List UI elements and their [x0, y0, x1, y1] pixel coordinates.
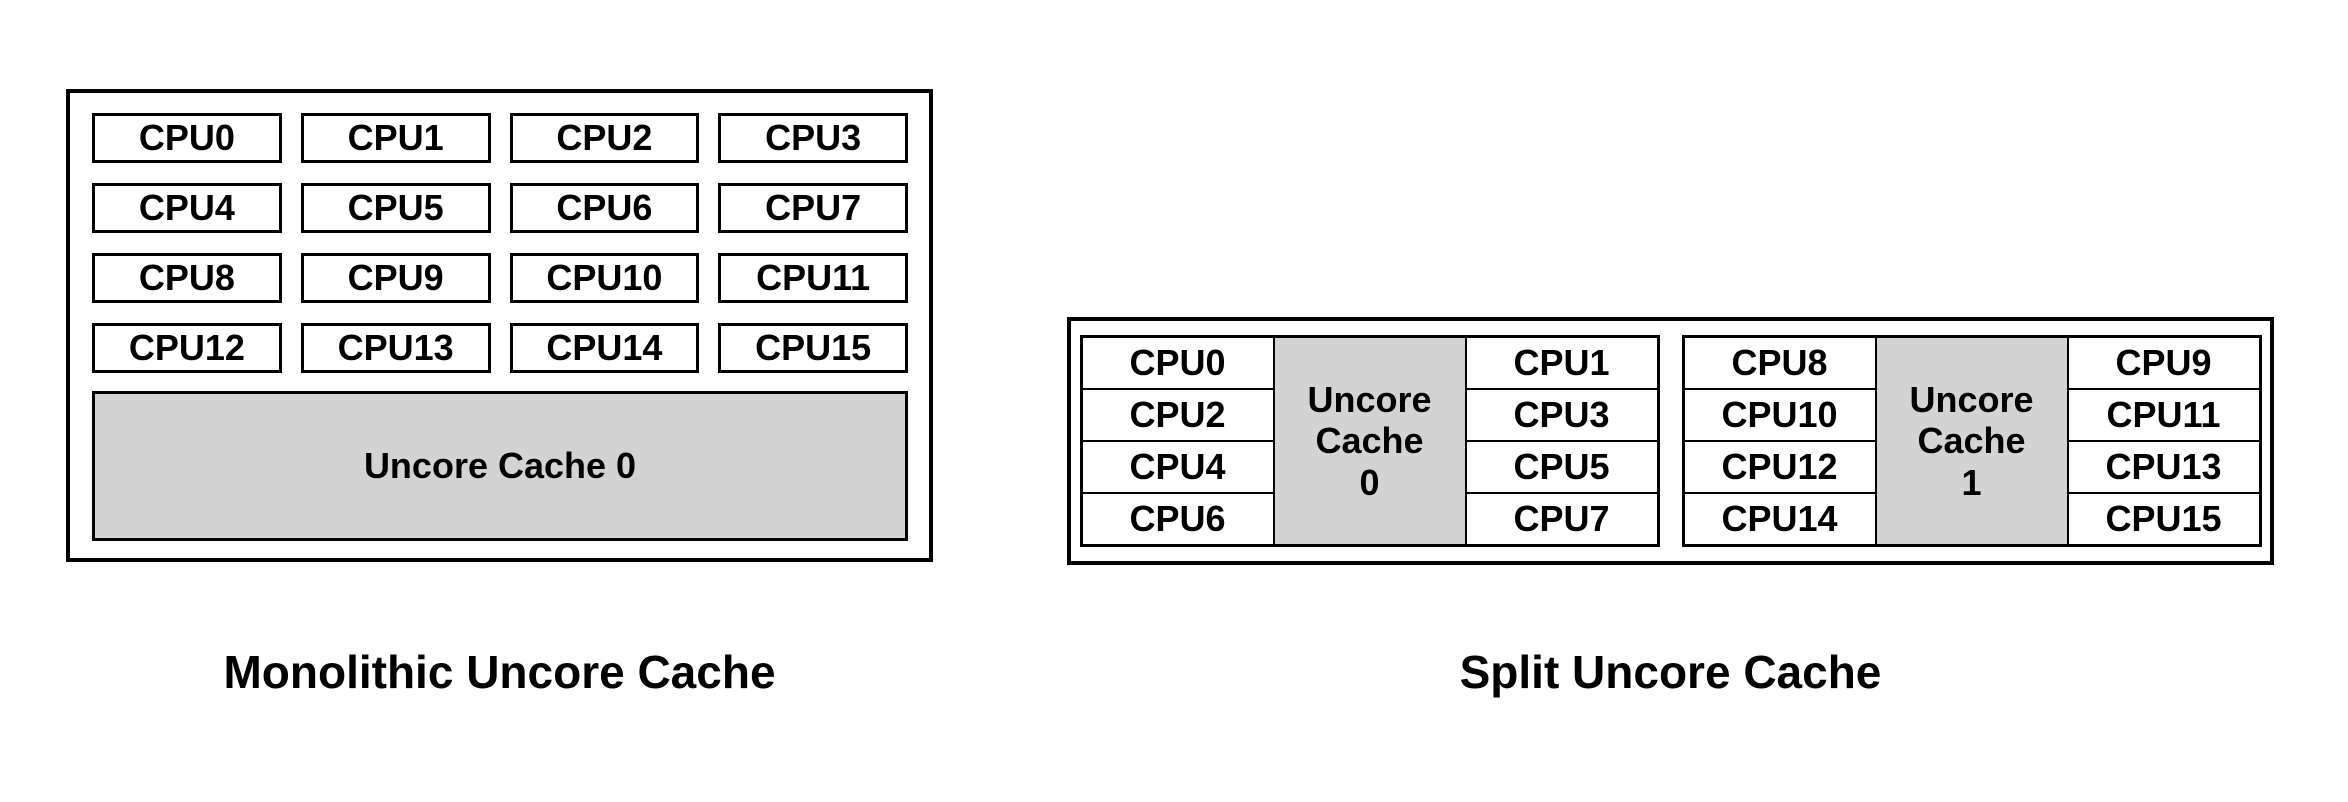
split-caption: Split Uncore Cache — [1459, 646, 1882, 698]
cpu7-box: CPU7 — [718, 183, 908, 233]
cpu2-box: CPU2 — [509, 113, 700, 163]
cpu15-cell: CPU15 — [2066, 492, 2261, 547]
cpu11-box: CPU11 — [718, 253, 908, 303]
cpu11-cell: CPU11 — [2066, 388, 2261, 442]
cpu3-box: CPU3 — [718, 113, 908, 163]
cpu10-box: CPU10 — [509, 253, 700, 303]
cpu5-cell: CPU5 — [1464, 440, 1659, 494]
monolithic-cpu-grid: CPU0 CPU1 CPU2 CPU3 CPU4 CPU5 CPU6 CPU7 … — [92, 113, 908, 373]
uncore-cache-1-cell: Uncore Cache 1 — [1874, 335, 2069, 547]
uncore-cache-0-box: Uncore Cache 0 — [92, 391, 908, 541]
cpu14-cell: CPU14 — [1682, 492, 1877, 547]
cpu12-cell: CPU12 — [1682, 440, 1877, 494]
uncore-cache-0-line2: Cache — [1315, 420, 1424, 462]
cpu2-cell: CPU2 — [1080, 388, 1275, 442]
uncore-cache-0-line3: 0 — [1359, 461, 1380, 503]
cpu9-box: CPU9 — [300, 253, 491, 303]
cpu0-cell: CPU0 — [1080, 335, 1275, 390]
cpu13-box: CPU13 — [300, 323, 491, 373]
cpu4-cell: CPU4 — [1080, 440, 1275, 494]
cpu13-cell: CPU13 — [2066, 440, 2261, 494]
cpu1-cell: CPU1 — [1464, 335, 1659, 390]
cpu12-box: CPU12 — [92, 323, 282, 373]
cpu1-box: CPU1 — [300, 113, 491, 163]
cpu3-cell: CPU3 — [1464, 388, 1659, 442]
uncore-cache-0-cell: Uncore Cache 0 — [1272, 335, 1467, 547]
uncore-cache-1-line2: Cache — [1917, 420, 2026, 462]
cpu4-box: CPU4 — [92, 183, 282, 233]
uncore-cache-1-line3: 1 — [1961, 461, 1982, 503]
uncore-cache-0-line1: Uncore — [1307, 378, 1432, 420]
cpu0-box: CPU0 — [92, 113, 282, 163]
cpu5-box: CPU5 — [300, 183, 491, 233]
cpu7-cell: CPU7 — [1464, 492, 1659, 547]
cpu9-cell: CPU9 — [2066, 335, 2261, 390]
cpu15-box: CPU15 — [718, 323, 908, 373]
uncore-cache-1-line1: Uncore — [1909, 378, 2034, 420]
cpu10-cell: CPU10 — [1682, 388, 1877, 442]
cpu8-cell: CPU8 — [1682, 335, 1877, 390]
cpu6-box: CPU6 — [509, 183, 700, 233]
split-cluster-1: CPU8 Uncore Cache 1 CPU9 CPU10 CPU11 CPU… — [1681, 335, 2262, 547]
cpu8-box: CPU8 — [92, 253, 282, 303]
cpu6-cell: CPU6 — [1080, 492, 1275, 547]
split-cluster-0: CPU0 Uncore Cache 0 CPU1 CPU2 CPU3 CPU4 … — [1079, 335, 1660, 547]
monolithic-uncore-diagram: CPU0 CPU1 CPU2 CPU3 CPU4 CPU5 CPU6 CPU7 … — [66, 89, 933, 562]
split-uncore-diagram: CPU0 Uncore Cache 0 CPU1 CPU2 CPU3 CPU4 … — [1067, 317, 2274, 565]
cpu14-box: CPU14 — [509, 323, 700, 373]
monolithic-caption: Monolithic Uncore Cache — [223, 646, 776, 698]
